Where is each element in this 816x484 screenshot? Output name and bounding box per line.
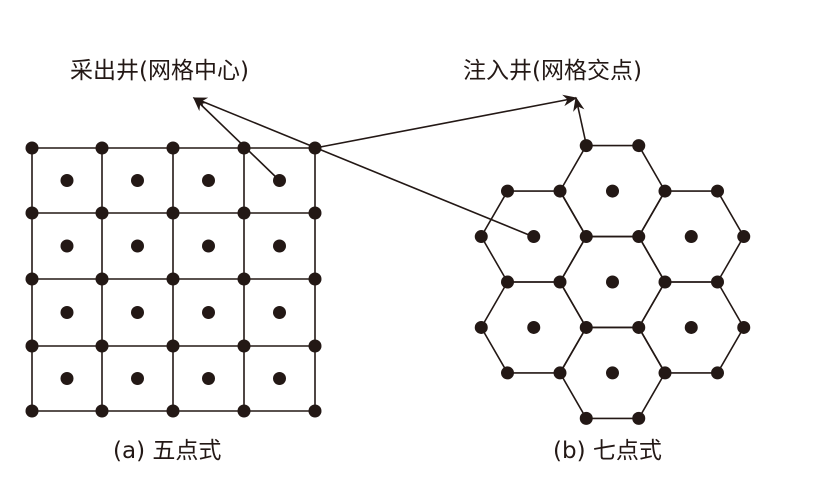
injection-well-node: [474, 230, 488, 244]
production-well-node: [527, 320, 541, 334]
injection-well-node: [553, 366, 567, 380]
injection-well-node: [237, 404, 251, 418]
production-well-node: [60, 306, 74, 319]
injection-well-node: [25, 339, 39, 353]
production-well-node: [273, 239, 286, 253]
injection-well-node: [25, 272, 39, 286]
injection-well-node: [166, 141, 180, 155]
arrow-injection-square: [314, 94, 578, 149]
injection-well-node: [632, 411, 646, 425]
injection-well-node: [95, 339, 109, 353]
production-well-node: [60, 372, 74, 385]
five-spot-grid: [25, 141, 322, 418]
injection-well-node: [308, 339, 322, 353]
injection-well-node: [308, 206, 322, 220]
injection-well-node: [308, 404, 322, 418]
production-well-node: [202, 174, 215, 187]
production-well-node: [202, 239, 215, 253]
production-well-node: [606, 275, 619, 289]
annotation-arrows: [192, 94, 588, 238]
injection-well-node: [166, 272, 180, 286]
injection-well-label: 注入井(网格交点): [463, 58, 642, 84]
injection-well-node: [501, 184, 514, 198]
injection-well-node: [501, 366, 514, 380]
production-well-label: 采出井(网格中心): [70, 58, 249, 84]
injection-well-node: [166, 404, 180, 418]
seven-spot-hex-grid: [474, 139, 751, 425]
production-well-node: [60, 239, 74, 253]
injection-well-node: [658, 184, 672, 198]
injection-well-node: [579, 320, 593, 334]
arrow-production-square: [192, 96, 281, 182]
injection-well-node: [474, 320, 488, 334]
injection-well-node: [579, 230, 593, 244]
injection-well-node: [711, 184, 724, 198]
production-well-node: [131, 306, 144, 319]
injection-well-node: [237, 272, 251, 286]
injection-well-node: [308, 272, 322, 286]
injection-well-node: [711, 275, 724, 289]
production-well-node: [60, 174, 74, 187]
production-well-node: [202, 372, 215, 385]
injection-well-node: [632, 230, 646, 244]
injection-well-node: [632, 320, 646, 334]
production-well-node: [131, 372, 144, 385]
production-well-node: [273, 306, 286, 319]
production-well-node: [684, 230, 698, 244]
production-well-node: [131, 239, 144, 253]
injection-well-node: [501, 275, 514, 289]
caption-five-spot: (a) 五点式: [113, 438, 222, 464]
injection-well-node: [166, 206, 180, 220]
production-well-node: [202, 306, 215, 319]
caption-seven-spot: (b) 七点式: [553, 438, 662, 464]
production-well-node: [606, 184, 619, 198]
injection-well-node: [632, 139, 646, 153]
injection-well-node: [95, 141, 109, 155]
injection-well-node: [237, 339, 251, 353]
production-well-node: [606, 366, 619, 380]
injection-well-node: [25, 206, 39, 220]
injection-well-node: [658, 366, 672, 380]
injection-well-node: [95, 206, 109, 220]
injection-well-node: [737, 320, 751, 334]
injection-well-node: [95, 404, 109, 418]
injection-well-node: [711, 366, 724, 380]
injection-well-node: [166, 339, 180, 353]
injection-well-node: [237, 141, 251, 155]
injection-well-node: [658, 275, 672, 289]
production-well-node: [131, 174, 144, 187]
injection-well-node: [579, 411, 593, 425]
production-well-node: [273, 372, 286, 385]
arrow-production-hex: [192, 97, 535, 238]
injection-well-node: [25, 404, 39, 418]
arrow-injection-hex: [573, 96, 588, 149]
injection-well-node: [95, 272, 109, 286]
injection-well-node: [553, 184, 567, 198]
injection-well-node: [737, 230, 751, 244]
injection-well-node: [237, 206, 251, 220]
production-well-node: [684, 320, 698, 334]
injection-well-node: [553, 275, 567, 289]
injection-well-node: [25, 141, 39, 155]
